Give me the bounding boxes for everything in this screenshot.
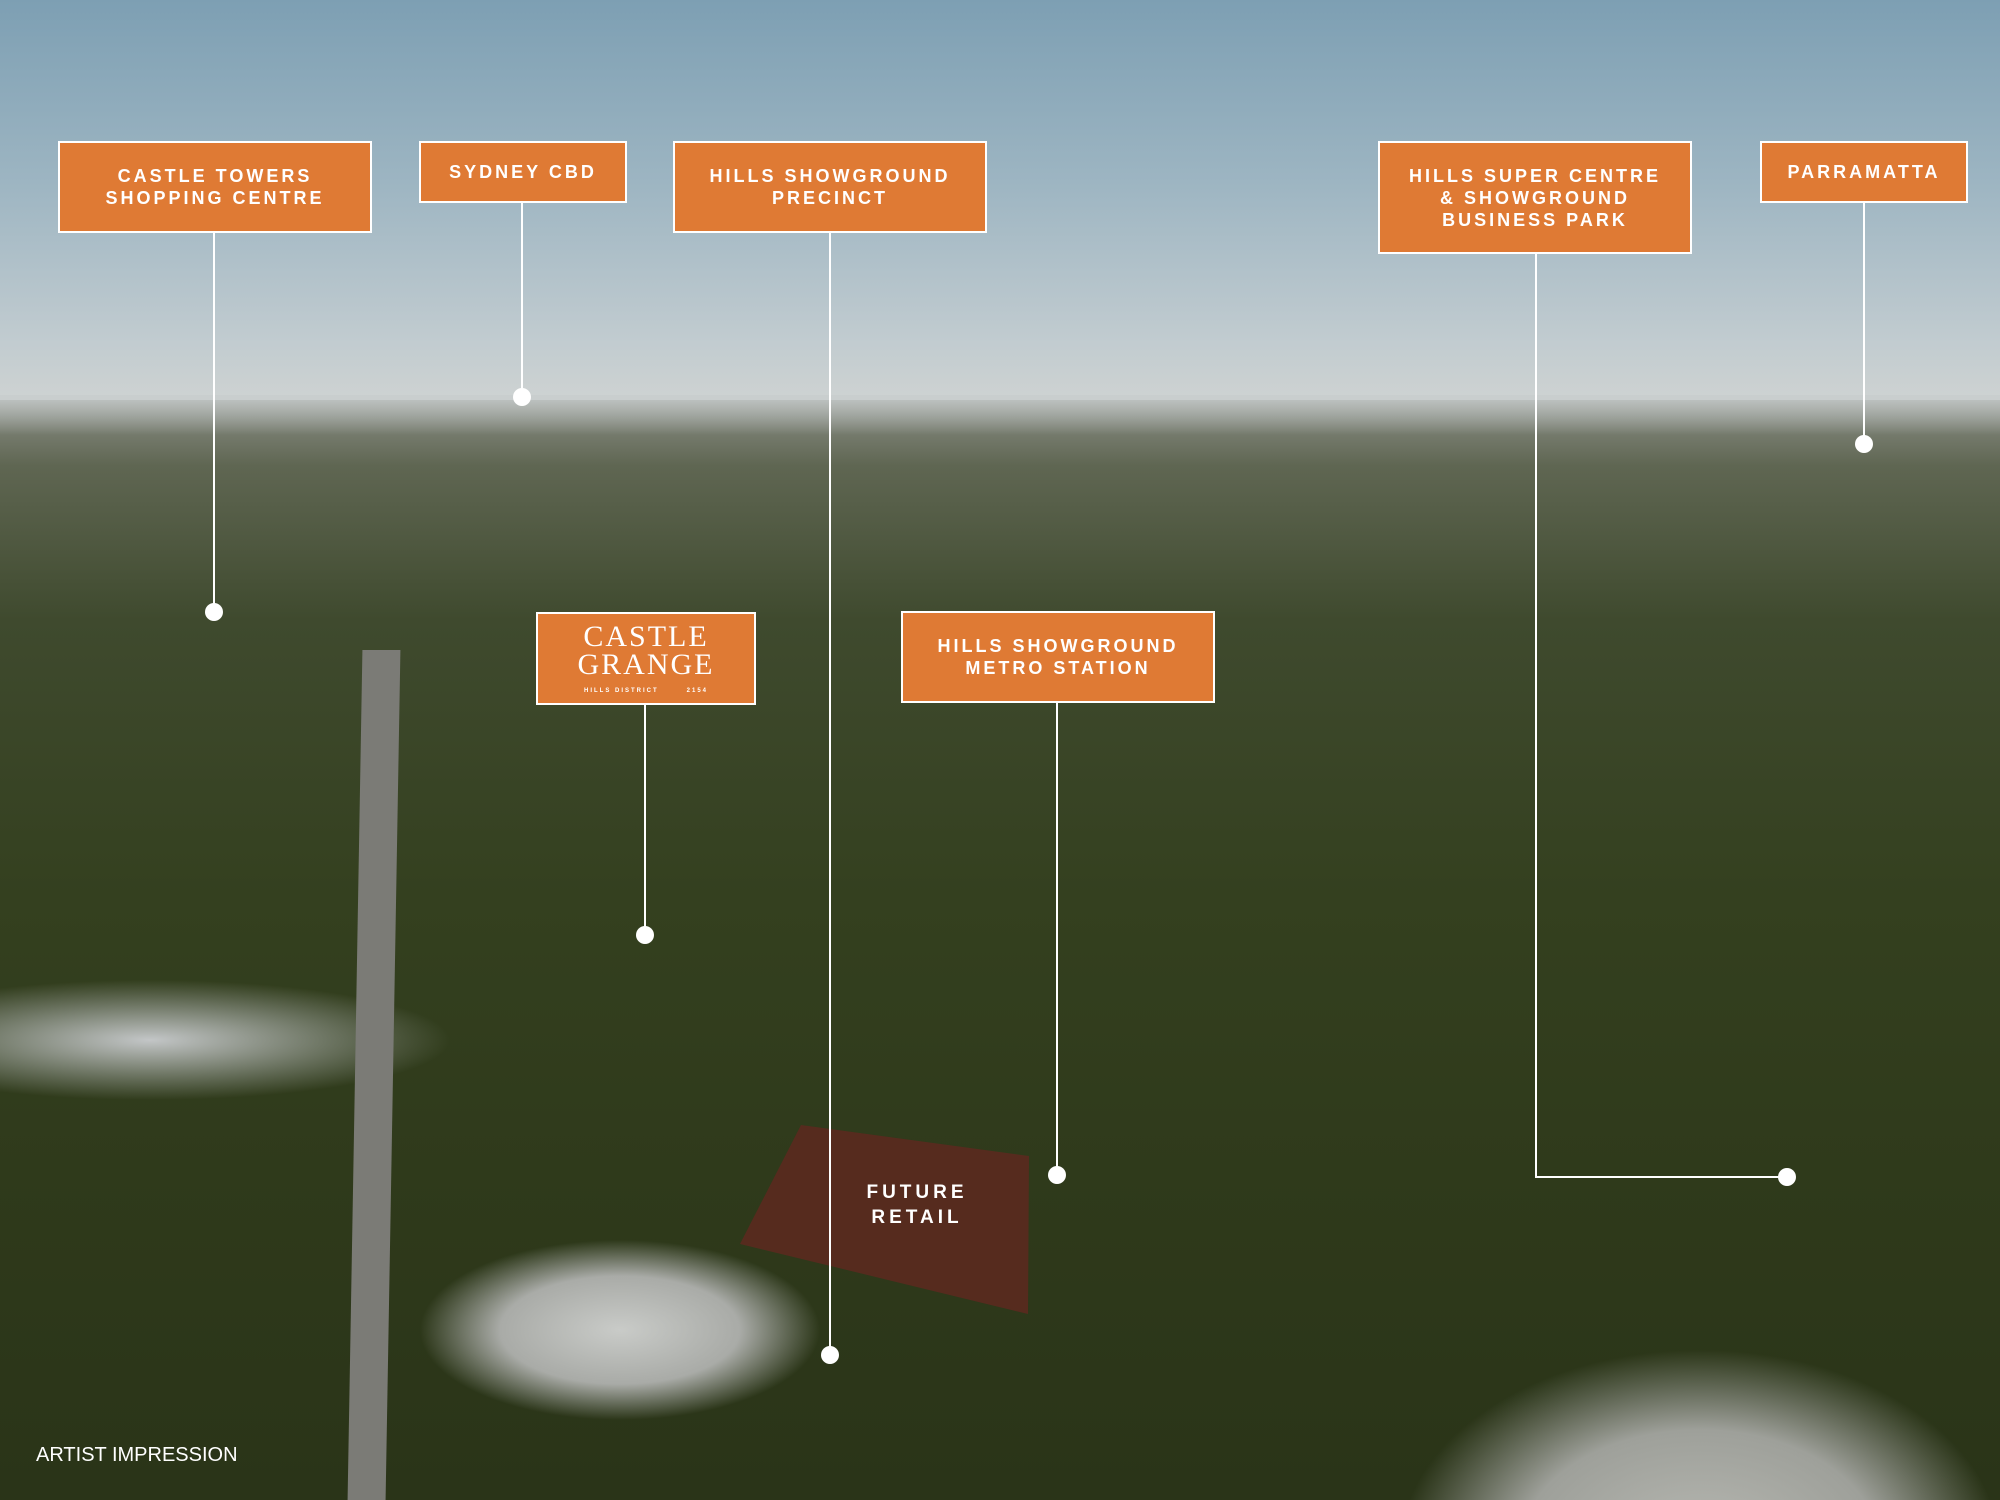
precinct-leader [829,232,831,1355]
label-super-centre: HILLS SUPER CENTRE & SHOWGROUND BUSINESS… [1378,141,1692,254]
future-retail-line2: RETAIL [871,1207,963,1228]
label-line: HILLS SUPER CENTRE [1408,165,1662,186]
label-line: PARRAMATTA [1787,162,1941,182]
label-line: CASTLE TOWERS [117,166,313,186]
horizon-haze [0,395,2000,435]
brand-name-line2: GRANGE [577,647,715,681]
suburban-landscape [0,400,2000,1500]
label-line: HILLS SHOWGROUND [709,166,951,186]
brand-subtitle: HILLS DISTRICT 2154 [570,687,722,695]
label-line: SHOPPING CENTRE [105,188,325,208]
brand-name-line1: CASTLE [583,619,709,653]
label-line: SYDNEY CBD [449,162,597,182]
label-sydney-cbd: SYDNEY CBD [419,141,627,203]
super-centre-leader-horizontal [1535,1176,1787,1178]
label-parramatta: PARRAMATTA [1760,141,1968,203]
precinct-pin [821,1346,839,1364]
castle-grange-logo: CASTLE GRANGE HILLS DISTRICT 2154 [536,612,756,705]
metro-pin [1048,1166,1066,1184]
metro-leader [1056,702,1058,1175]
castle-grange-leader [644,704,646,935]
sydney-cbd-leader [521,202,523,397]
label-line: PRECINCT [771,188,888,208]
super-centre-leader [1535,253,1537,1177]
label-showground-precinct: HILLS SHOWGROUND PRECINCT [673,141,987,233]
castle-towers-pin [205,603,223,621]
future-retail-line1: FUTURE [866,1182,968,1203]
sydney-cbd-pin [513,388,531,406]
label-line: HILLS SHOWGROUND [937,636,1179,656]
label-metro-station: HILLS SHOWGROUND METRO STATION [901,611,1215,703]
future-retail-label: FUTURE RETAIL [817,1180,1017,1230]
label-line: & SHOWGROUND [1440,187,1630,208]
parramatta-pin [1855,435,1873,453]
label-line: BUSINESS PARK [1442,209,1628,230]
super-centre-pin [1778,1168,1796,1186]
castle-towers-leader [213,232,215,612]
artist-impression-caption: ARTIST IMPRESSION [36,1444,238,1466]
brand-district: HILLS DISTRICT [583,687,659,694]
label-line: METRO STATION [965,658,1151,678]
label-castle-towers: CASTLE TOWERS SHOPPING CENTRE [58,141,372,233]
brand-postcode: 2154 [686,687,709,694]
future-retail-overlay [740,1125,1029,1314]
castle-grange-pin [636,926,654,944]
parramatta-leader [1863,202,1865,444]
